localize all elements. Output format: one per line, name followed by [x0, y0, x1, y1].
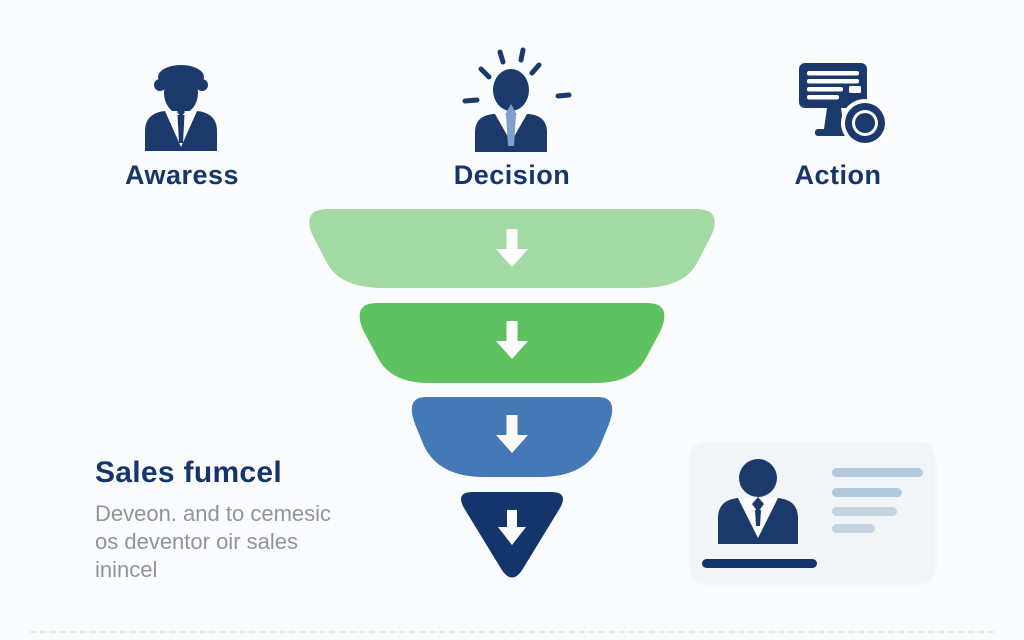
caption-line-2: os deventor oir sales: [95, 529, 298, 554]
bottom-dashed-divider: [30, 631, 994, 633]
down-arrow-icon: [498, 510, 526, 545]
caption-title: Sales fumcel: [95, 456, 283, 489]
idea-person-icon: [462, 47, 572, 152]
profile-card: [690, 442, 935, 583]
stage-label-awareness: Awaress: [124, 160, 240, 190]
monitor-search-icon: [799, 63, 889, 147]
down-arrow-icon: [496, 321, 528, 359]
card-text-line: [832, 468, 923, 477]
businessman-card-icon: [718, 459, 798, 544]
card-text-line: [832, 507, 897, 516]
down-arrow-icon: [496, 415, 528, 453]
card-footer-bar: [702, 559, 817, 568]
businessman-icon: [145, 65, 217, 151]
caption-line-1: Deveon. and to cemesic: [95, 501, 332, 526]
caption-line-3: inincel: [95, 557, 158, 582]
card-text-line: [832, 488, 902, 497]
caption-block: Sales fumcel Deveon. and to cemesic os d…: [95, 456, 395, 584]
down-arrow-icon: [496, 229, 528, 267]
stage-label-decision: Decision: [453, 160, 571, 190]
card-text-line: [832, 524, 875, 533]
stage-label-action: Action: [794, 160, 882, 190]
